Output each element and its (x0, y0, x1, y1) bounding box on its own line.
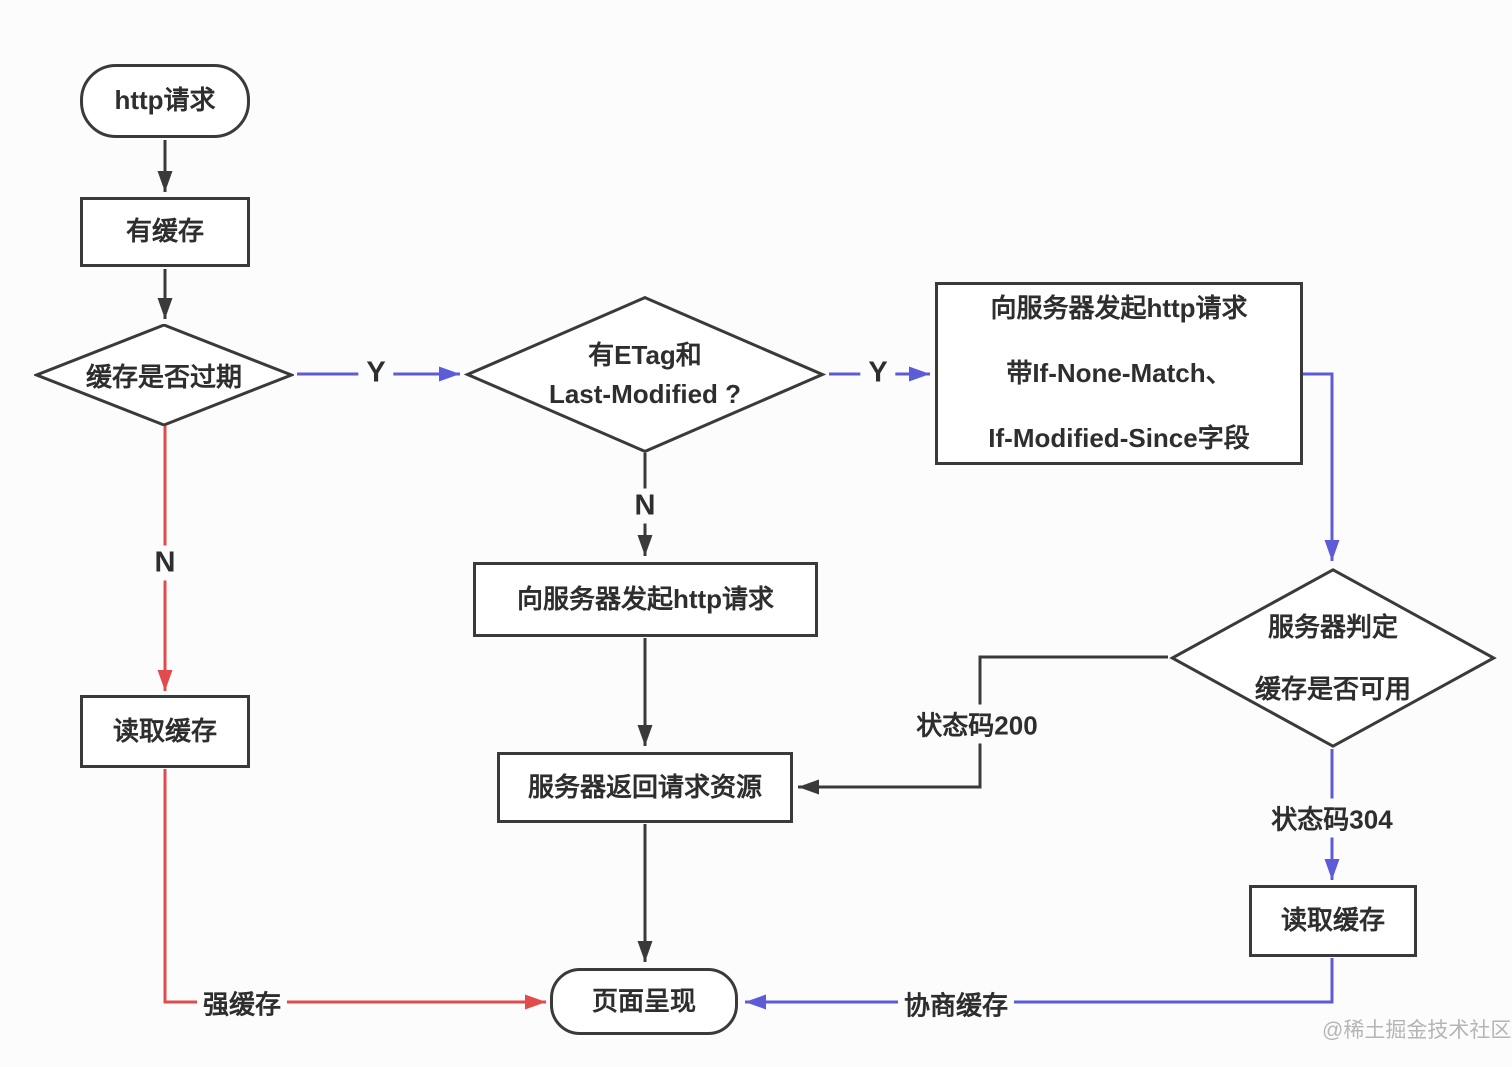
node-read-cache-left: 读取缓存 (80, 695, 250, 768)
node-request-http: 向服务器发起http请求 (473, 562, 818, 637)
node-cache-expired-label: 缓存是否过期 (85, 361, 242, 392)
node-cache-expired: 缓存是否过期 (34, 324, 294, 426)
node-page-render: 页面呈现 (550, 968, 738, 1035)
node-http-request: http请求 (80, 64, 250, 138)
diamond-shape (34, 324, 294, 426)
node-server-judge: 服务器判定 缓存是否可用 (1169, 568, 1497, 748)
node-request-with-headers: 向服务器发起http请求 带If-None-Match、 If-Modified… (935, 282, 1303, 465)
node-server-judge-label: 服务器判定 缓存是否可用 (1254, 611, 1411, 704)
edge-label-status-304: 状态码304 (1265, 798, 1399, 838)
watermark-text: @稀土掘金技术社区 (1322, 1019, 1512, 1042)
edge-readcache-to-pagerender-negotiate (745, 958, 1334, 1010)
edge-label-no-2: N (146, 545, 184, 581)
node-has-etag-label: 有ETag和 Last-Modified ? (548, 339, 742, 409)
node-server-return: 服务器返回请求资源 (497, 752, 793, 823)
edge-label-status-200: 状态码200 (910, 704, 1044, 744)
node-has-cache: 有缓存 (80, 197, 250, 267)
edge-label-yes-1: Y (358, 355, 394, 391)
edge-requestheaders-to-serverjudge (1303, 372, 1340, 561)
diamond-shape (1169, 568, 1497, 748)
edge-label-no-1: N (626, 488, 664, 524)
edge-label-strong-cache: 强缓存 (196, 983, 288, 1023)
edge-label-yes-2: Y (860, 355, 896, 391)
edge-label-negotiate-cache: 协商缓存 (897, 984, 1015, 1024)
diamond-shape (464, 296, 826, 453)
node-has-etag: 有ETag和 Last-Modified ? (464, 296, 826, 453)
edge-readcache-to-pagerender-strong (163, 769, 546, 1010)
node-read-cache-right: 读取缓存 (1249, 885, 1417, 957)
